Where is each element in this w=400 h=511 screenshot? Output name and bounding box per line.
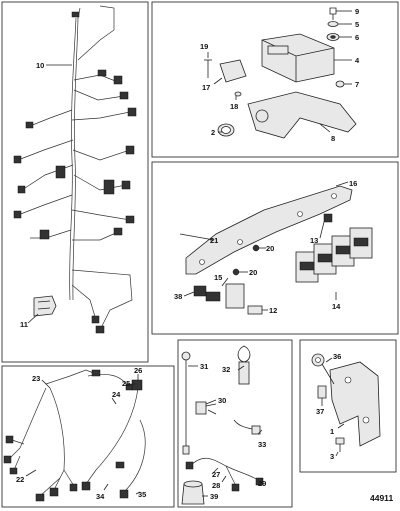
callout-39: 39	[210, 492, 218, 501]
callout-26: 26	[134, 366, 142, 375]
callout-6: 6	[355, 33, 359, 42]
callout-32: 32	[222, 365, 230, 374]
panel-main-harness: 10 11	[1, 1, 149, 363]
callout-37: 37	[316, 407, 324, 416]
callout-19: 19	[200, 42, 208, 51]
callout-13: 13	[310, 236, 318, 245]
callout-12: 12	[269, 306, 277, 315]
callout-2: 2	[211, 128, 215, 137]
panel-sensors: 31 32 30 33 27 28 29 39	[177, 339, 293, 508]
callout-20a: 20	[266, 244, 274, 253]
callout-27: 27	[212, 470, 220, 479]
callout-5: 5	[355, 20, 359, 29]
callout-20b: 20	[249, 268, 257, 277]
callout-30: 30	[218, 396, 226, 405]
callout-36: 36	[333, 352, 341, 361]
callout-3: 3	[330, 452, 334, 461]
callout-24: 24	[112, 390, 121, 399]
callout-10: 10	[36, 61, 44, 70]
callout-16: 16	[349, 179, 357, 188]
callout-17: 17	[202, 83, 210, 92]
callout-1: 1	[330, 427, 334, 436]
figure-id: 44911	[370, 493, 393, 503]
callout-35: 35	[138, 490, 146, 499]
callout-31: 31	[200, 362, 208, 371]
callout-11: 11	[20, 320, 28, 329]
callout-38: 38	[174, 292, 182, 301]
callout-15: 15	[214, 273, 222, 282]
callout-14: 14	[332, 302, 341, 311]
callout-18: 18	[230, 102, 238, 111]
panel-mount-bracket: 36 37 1 3	[299, 339, 397, 473]
callout-4: 4	[355, 56, 360, 65]
callout-23: 23	[32, 374, 40, 383]
callout-28: 28	[212, 481, 220, 490]
callout-33: 33	[258, 440, 266, 449]
callout-21: 21	[210, 236, 218, 245]
panel-sub-harnesses: 23 22 24 25 26 34 35	[1, 365, 175, 508]
callout-9: 9	[355, 7, 359, 16]
panel-controller-module: 9 5 6 4 7 8 2 19 17 18	[151, 1, 399, 158]
callout-29: 29	[258, 479, 266, 488]
callout-22: 22	[16, 475, 24, 484]
callout-7: 7	[355, 80, 359, 89]
callout-8: 8	[331, 134, 335, 143]
panel-relay-bracket: 16 21 20 20 13 14 15 38 12	[151, 161, 399, 335]
callout-25: 25	[122, 379, 130, 388]
callout-34: 34	[96, 492, 105, 501]
